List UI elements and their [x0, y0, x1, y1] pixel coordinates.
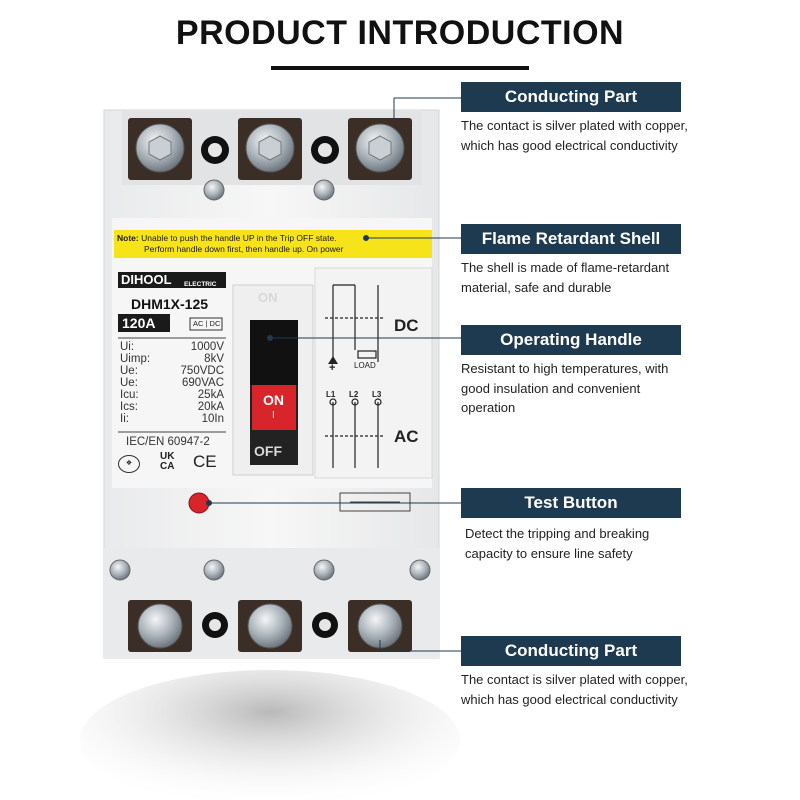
spec-value: 750VDC [180, 365, 224, 377]
callout-conducting-part-top: Conducting Part [461, 82, 681, 112]
ccc-cert-icon: ❖ [118, 455, 140, 473]
spec-key: Icu: [120, 389, 139, 401]
handle-on-mark: I [272, 410, 275, 421]
callout-test-button: Test Button [461, 488, 681, 518]
ac-label: AC [394, 427, 419, 446]
spec-value: 10In [201, 413, 224, 425]
spec-value: 20kA [197, 401, 224, 413]
handle-on-label: ON [263, 392, 284, 408]
test-button[interactable] [189, 493, 209, 513]
plus-label: + [329, 362, 336, 374]
brand-sub: ELECTRIC [184, 281, 217, 288]
spec-key: Ii: [120, 413, 129, 425]
spec-key: Ics: [120, 401, 138, 413]
current-rating: 120A [122, 315, 156, 331]
spec-key: Ui: [120, 341, 135, 353]
ce-cert: CE [193, 452, 217, 471]
leader-lines [206, 97, 461, 652]
spec-value: 690VAC [182, 377, 224, 389]
warning-note: Note: Unable to push the handle UP in th… [117, 233, 344, 254]
model-number: DHM1X-125 [131, 296, 209, 312]
spec-key: Ue: [120, 377, 138, 389]
phase-l1: L1 [326, 390, 336, 399]
handle-on-top: ON [258, 290, 278, 305]
phase-l3: L3 [372, 390, 382, 399]
desc-conducting-part-bottom: The contact is silver plated with copper… [461, 672, 688, 707]
callout-conducting-part-bottom: Conducting Part [461, 636, 681, 666]
page-title: PRODUCT INTRODUCTION [175, 14, 625, 52]
brand-logo: DIHOOL [121, 272, 172, 287]
ac-schematic [325, 398, 385, 468]
spec-value: 1000V [190, 341, 224, 353]
desc-conducting-part-top: The contact is silver plated with copper… [461, 118, 688, 153]
spec-key: Ue: [120, 365, 138, 377]
spec-key: Uimp: [120, 353, 151, 365]
spec-value: 25kA [197, 389, 224, 401]
standard-text: IEC/EN 60947-2 [126, 436, 210, 448]
spec-value: 8kV [204, 353, 224, 365]
callout-operating-handle: Operating Handle [461, 325, 681, 355]
callout-flame-retardant-shell: Flame Retardant Shell [461, 224, 681, 254]
handle-off-label: OFF [254, 443, 282, 459]
bottom-terminals [128, 600, 412, 652]
phase-l2: L2 [349, 390, 359, 399]
acdc-badge: AC | DC [193, 319, 221, 328]
load-label: LOAD [354, 361, 376, 370]
title-underline [271, 66, 529, 70]
top-terminals [128, 118, 412, 201]
dc-label: DC [394, 316, 419, 335]
